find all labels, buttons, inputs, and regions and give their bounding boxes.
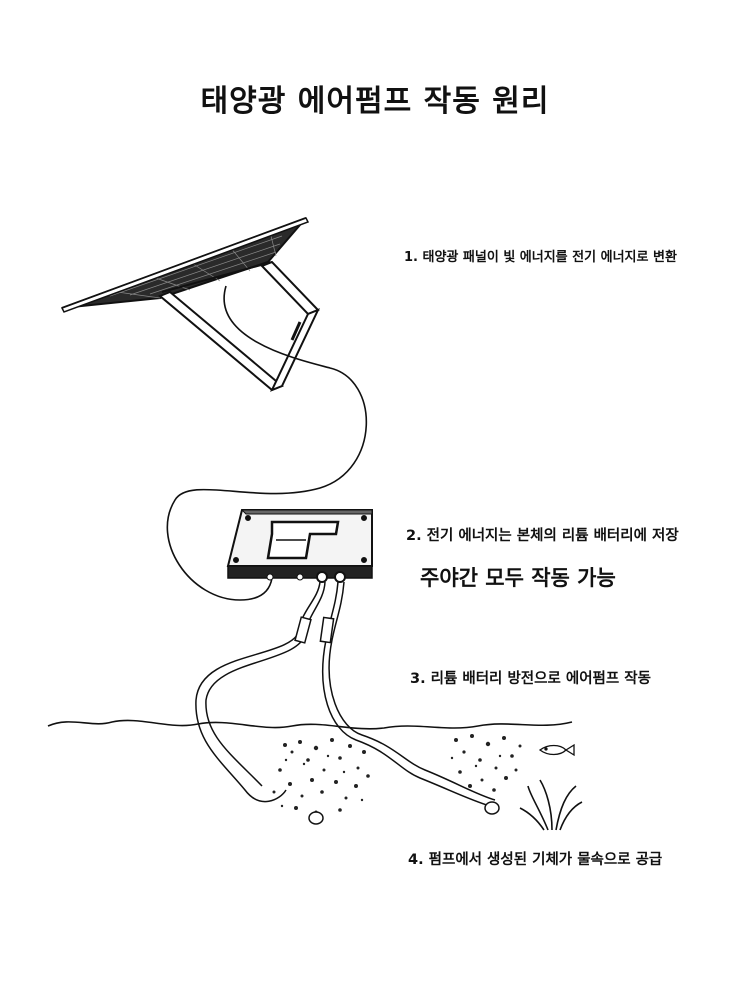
bubbles-left [272, 738, 370, 814]
solar-panel [60, 217, 320, 392]
air-stones [308, 801, 500, 825]
day-night-note: 주야간 모두 작동 가능 [420, 566, 616, 590]
fish [538, 743, 575, 757]
step-2-label: 2. 전기 에너지는 본체의 리튬 배터리에 저장 [406, 528, 679, 544]
battery-box [226, 509, 373, 583]
step-4-label: 4. 펌프에서 생성된 기체가 물속으로 공급 [408, 852, 663, 868]
air-hoses [195, 581, 496, 807]
page-title: 태양광 에어펌프 작동 원리 [200, 84, 550, 119]
panel-cable [166, 285, 368, 601]
water-plant [519, 779, 583, 831]
step-1-label: 1. 태양광 패널이 빛 에너지를 전기 에너지로 변환 [404, 250, 677, 265]
step-3-label: 3. 리튬 배터리 방전으로 에어펌프 작동 [410, 671, 651, 687]
water-surface [47, 719, 573, 730]
bubbles-right [450, 734, 522, 792]
